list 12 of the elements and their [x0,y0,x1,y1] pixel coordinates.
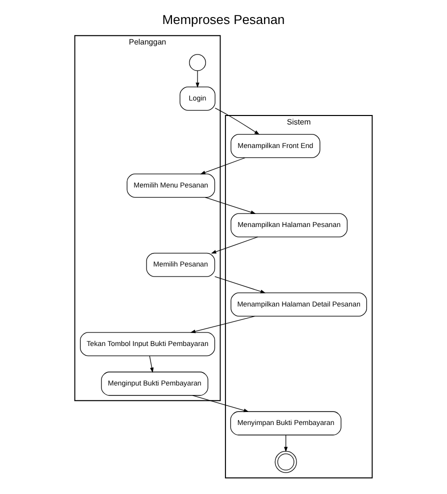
arrow [196,70,200,88]
arrow [211,236,258,254]
arrow [149,356,154,373]
arrow [190,316,256,334]
node-circle [189,54,206,72]
arrow [284,434,288,452]
node-circle [274,450,297,473]
arrow [204,197,256,214]
arrow [214,108,260,135]
arrow [200,157,246,174]
arrow [192,395,249,412]
diagram-title: Memproses Pesanan [162,12,285,27]
